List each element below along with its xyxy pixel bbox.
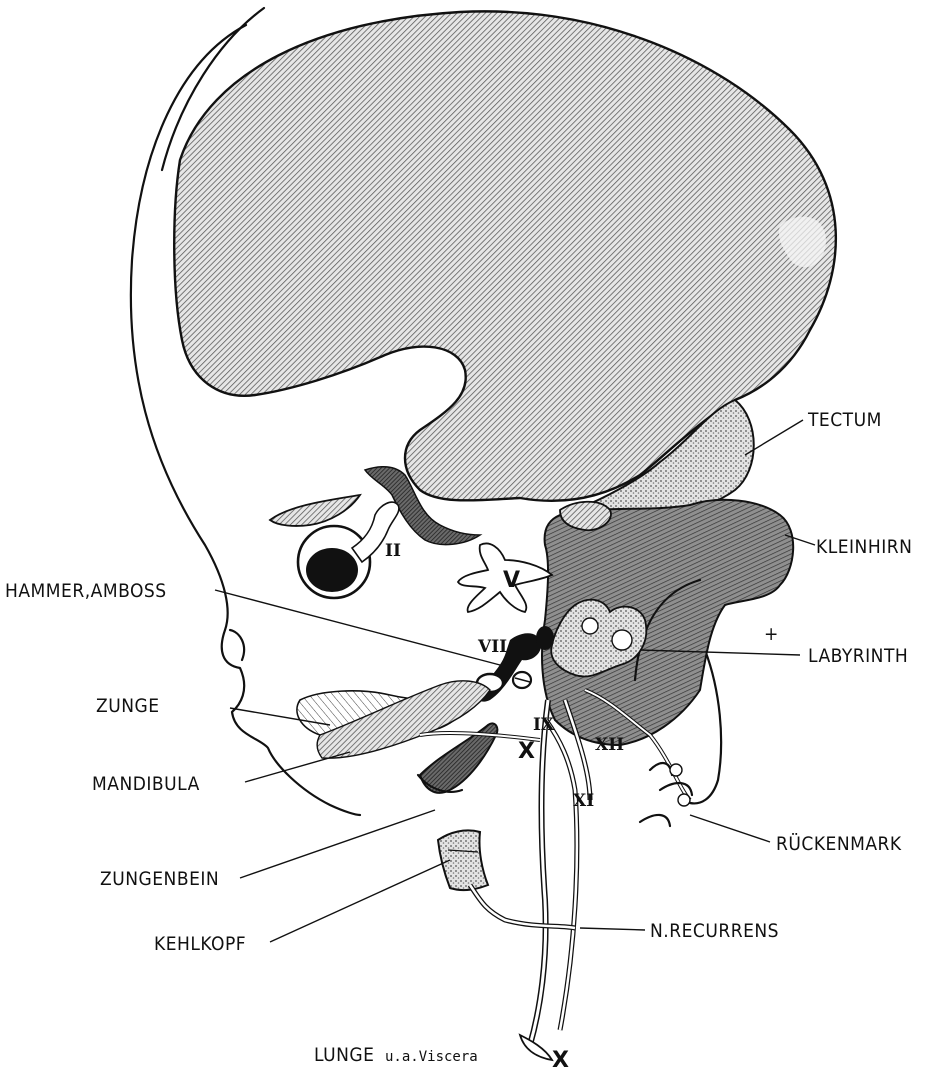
label-viscera: u.a.Viscera: [385, 1049, 478, 1065]
label-tectum: TECTUM: [807, 409, 882, 431]
label-rueckenmark: RÜCKENMARK: [776, 832, 902, 855]
nerve-label-ix: IX: [533, 715, 555, 735]
label-labyrinth: LABYRINTH: [808, 645, 908, 667]
label-zunge: ZUNGE: [96, 695, 160, 717]
nerve-label-ii: II: [385, 541, 401, 561]
label-n-recurrens: N.RECURRENS: [650, 920, 779, 942]
nerve-label-x-lung: X: [552, 1048, 569, 1073]
nerve-label-xii: XII: [595, 735, 624, 755]
label-hammer-amboss: HAMMER,AMBOSS: [5, 580, 167, 602]
forebrain-lower: [270, 495, 360, 526]
nerve-label-xi: XI: [573, 791, 594, 811]
recurrent-nerve: [470, 885, 575, 928]
label-zungenbein: ZUNGENBEIN: [100, 868, 219, 890]
label-mandibula: MANDIBULA: [92, 773, 200, 795]
rueckenmark-roots: [640, 763, 692, 826]
nerve-label-v: V: [503, 568, 520, 593]
kehlkopf: [438, 830, 488, 890]
nerve-label-vii: VII: [477, 637, 507, 657]
nerve-label-x: X: [518, 739, 535, 764]
label-kehlkopf: KEHLKOPF: [154, 933, 246, 955]
label-lunge: LUNGE: [314, 1044, 374, 1066]
label-plus: +: [764, 623, 779, 645]
label-kleinhirn: KLEINHIRN: [816, 536, 912, 558]
